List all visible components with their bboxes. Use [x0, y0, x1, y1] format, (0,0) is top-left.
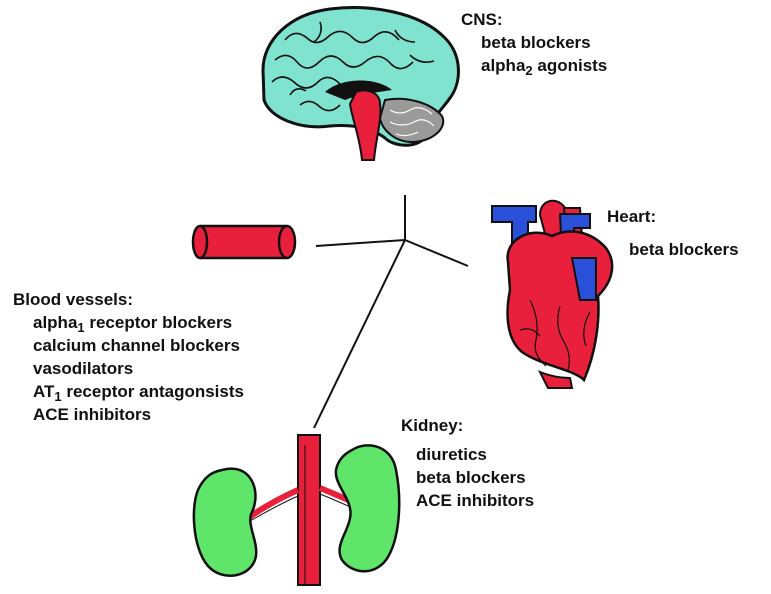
kidneys-icon [194, 435, 399, 585]
vessels-drug-ace-inhibitors: ACE inhibitors [13, 403, 244, 426]
heart-icon [492, 201, 612, 388]
vessels-drug-receptor-antagonists-text: receptor antagonsists [62, 382, 244, 401]
blood-vessels-label: Blood vessels: alpha1 receptor blockers … [13, 288, 244, 426]
vessels-drug-alpha-subscript: 1 [77, 320, 84, 335]
vessels-drug-at1-antagonists: AT1 receptor antagonsists [13, 380, 244, 403]
blood-vessels-heading: Blood vessels: [13, 288, 244, 311]
heart-label: Heart: beta blockers [607, 205, 739, 261]
vessels-drug-at-text: AT [33, 382, 54, 401]
cns-drug-alpha2-agonists: alpha2 agonists [461, 54, 607, 77]
cns-drug-beta-blockers: beta blockers [461, 31, 607, 54]
kidney-label: Kidney: diuretics beta blockers ACE inhi… [401, 414, 534, 512]
cns-drug-agonists-text: agonists [533, 56, 608, 75]
blood-vessel-icon [193, 226, 295, 258]
kidney-drug-diuretics: diuretics [401, 443, 534, 466]
vessels-drug-calcium-channel-blockers: calcium channel blockers [13, 334, 244, 357]
cns-drug-alpha-text: alpha [481, 56, 525, 75]
heart-heading: Heart: [607, 205, 739, 228]
vessels-drug-receptor-blockers-text: receptor blockers [85, 313, 232, 332]
brain-icon [263, 8, 458, 160]
kidney-heading: Kidney: [401, 414, 534, 437]
connector-lines [314, 195, 468, 428]
kidney-drug-ace-inhibitors: ACE inhibitors [401, 489, 534, 512]
kidney-drug-beta-blockers: beta blockers [401, 466, 534, 489]
vessels-drug-alpha1-blockers: alpha1 receptor blockers [13, 311, 244, 334]
cns-drug-alpha-subscript: 2 [525, 63, 532, 78]
heart-drug-beta-blockers: beta blockers [607, 238, 739, 261]
vessels-drug-vasodilators: vasodilators [13, 357, 244, 380]
vessels-drug-alpha-text: alpha [33, 313, 77, 332]
cns-label: CNS: beta blockers alpha2 agonists [461, 8, 607, 77]
vessels-drug-at-subscript: 1 [54, 389, 61, 404]
cns-heading: CNS: [461, 8, 607, 31]
